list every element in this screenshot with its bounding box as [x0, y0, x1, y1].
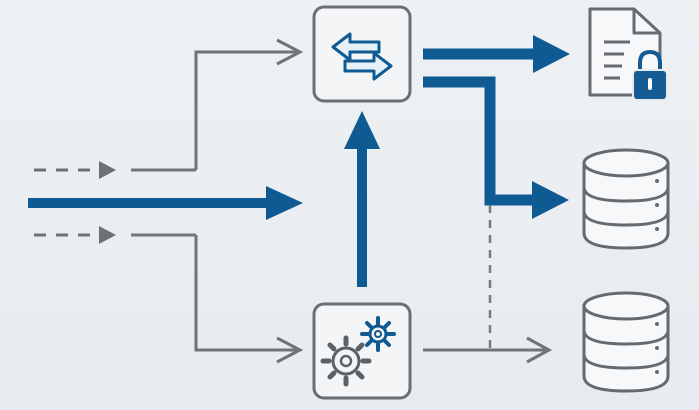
- gears-icon: [320, 316, 396, 387]
- routing-lines: [194, 38, 304, 364]
- document-lock-icon: [588, 7, 668, 101]
- large-gear-icon: [320, 335, 372, 387]
- upper-route-line: [194, 50, 300, 170]
- lock-icon: [632, 49, 668, 101]
- exchange-arrows-icon: [331, 32, 393, 81]
- switch-outputs: [423, 35, 570, 219]
- to-upper-database-arrowhead: [532, 181, 569, 219]
- to-document-arrowhead: [533, 35, 570, 73]
- switch-box: [312, 5, 412, 103]
- lower-route-arrowhead: [276, 336, 304, 364]
- left-inputs: [28, 161, 303, 244]
- upper-dashed-input-arrowhead: [99, 161, 116, 179]
- main-input-arrowhead: [266, 186, 303, 220]
- switch-box-frame: [312, 5, 412, 103]
- database-icon: [582, 148, 670, 250]
- upper-route-arrowhead: [276, 38, 304, 66]
- gear-box: [312, 302, 412, 400]
- gear-to-switch-arrow: [344, 111, 380, 287]
- gear-to-database-line: [423, 336, 553, 364]
- database-lower: [582, 291, 670, 393]
- database-upper: [582, 148, 670, 250]
- small-gear-icon: [360, 316, 396, 352]
- lower-route-line: [194, 235, 300, 352]
- to-upper-database-line: [423, 76, 540, 206]
- gear-box-frame: [312, 302, 412, 400]
- database-icon: [582, 291, 670, 393]
- lower-dashed-input-arrowhead: [99, 226, 116, 244]
